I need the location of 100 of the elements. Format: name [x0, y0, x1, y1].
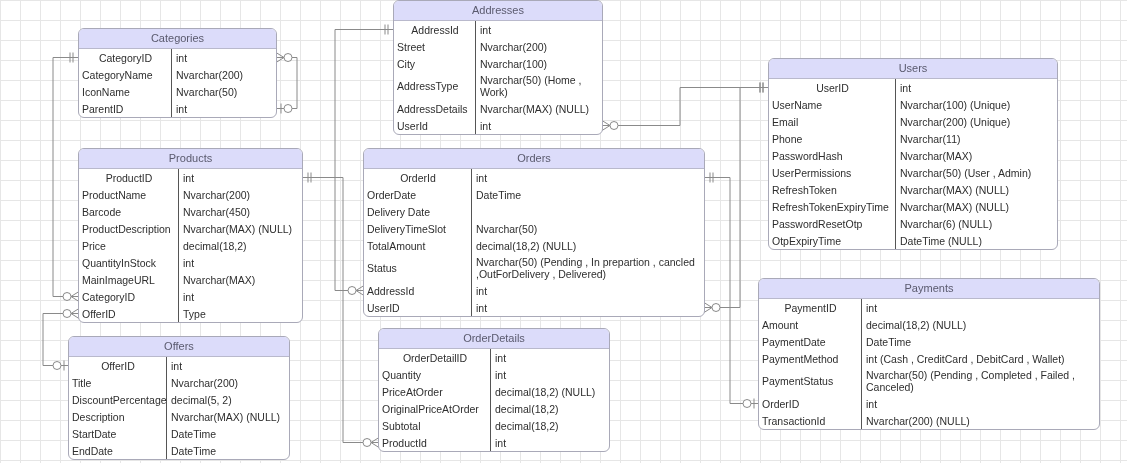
column-type: decimal(18,2) (NULL)	[494, 384, 597, 400]
entity-table	[378, 328, 610, 452]
column-name: CategoryID	[97, 50, 154, 66]
column-type: int	[475, 300, 489, 316]
relationship-line	[334, 24, 395, 296]
entity-table	[78, 148, 303, 323]
column-type: int (Cash , CreditCard , DebitCard , Wallet)	[865, 351, 1066, 367]
column-type: int	[475, 283, 489, 299]
column-name: UserName	[771, 97, 824, 113]
column-type: int	[182, 170, 196, 186]
column-type: DateTime (NULL)	[899, 233, 983, 249]
column-name: Phone	[771, 131, 804, 147]
column-name: RefreshToken	[771, 182, 838, 198]
entity-table	[393, 0, 603, 135]
column-type: Nvarchar(MAX)	[899, 148, 974, 164]
column-type: int	[494, 367, 508, 383]
table-title: Addresses	[394, 1, 602, 21]
column-name: PaymentDate	[761, 334, 827, 350]
column-type: Nvarchar(MAX) (NULL)	[899, 199, 1011, 215]
table-title: Products	[79, 149, 302, 169]
column-name: IconName	[81, 84, 131, 100]
table-title: Orders	[364, 149, 704, 169]
column-type: Nvarchar(50) (Pending , In prepartion , cancled ,OutForDelivery , Delivered)	[475, 255, 696, 282]
column-name: DeliveryTimeSlot	[366, 221, 447, 237]
column-type: int	[494, 435, 508, 451]
column-type: Nvarchar(100) (Unique)	[899, 97, 1012, 113]
column-type: DateTime	[475, 187, 523, 203]
entity-table	[768, 58, 1058, 250]
column-name: Title	[71, 375, 93, 391]
column-type: int	[475, 170, 489, 186]
column-type: Nvarchar(450)	[182, 204, 252, 220]
column-type: Nvarchar(100)	[479, 56, 549, 72]
table-title: OrderDetails	[379, 329, 609, 349]
column-name: AddressDetails	[396, 101, 469, 117]
column-type: int	[182, 289, 196, 305]
column-type: int	[865, 396, 879, 412]
column-type: DateTime	[170, 426, 218, 442]
column-name: OrderId	[399, 170, 437, 186]
column-name: Barcode	[81, 204, 123, 220]
column-name: UserId	[396, 118, 429, 134]
column-name: Description	[71, 409, 126, 425]
column-type: int	[175, 101, 189, 117]
column-name: Status	[366, 261, 398, 276]
column-type: decimal(18,2)	[182, 238, 248, 254]
column-name: CategoryID	[81, 289, 137, 305]
entity-table	[363, 148, 705, 317]
column-name: ProductName	[81, 187, 148, 203]
column-name: Amount	[761, 317, 800, 333]
column-name: AddressId	[410, 22, 460, 38]
column-type: Type	[182, 306, 207, 322]
column-name: OriginalPriceAtOrder	[381, 401, 480, 417]
column-type: Nvarchar(6) (NULL)	[899, 216, 994, 232]
column-name: CategoryName	[81, 67, 154, 83]
column-name: AddressType	[396, 79, 460, 94]
column-type: int	[899, 80, 913, 96]
column-type: int	[182, 255, 196, 271]
relationship-line	[301, 172, 380, 448]
column-type: Nvarchar(200)	[175, 67, 245, 83]
column-type: DateTime	[865, 334, 913, 350]
table-title: Payments	[759, 279, 1099, 299]
column-type: Nvarchar(MAX) (NULL)	[479, 101, 591, 117]
entity-table	[78, 28, 277, 118]
relationship-line	[42, 308, 80, 371]
relationship-line	[275, 52, 298, 114]
column-name: City	[396, 56, 417, 72]
column-type: Nvarchar(200)	[170, 375, 240, 391]
column-type: Nvarchar(200) (Unique)	[899, 114, 1012, 130]
column-name: PaymentStatus	[761, 374, 835, 389]
column-name: TransactionId	[761, 413, 827, 429]
column-name: UserID	[815, 80, 850, 96]
column-name: DiscountPercentage	[71, 392, 167, 408]
column-type: int	[479, 22, 493, 38]
column-name: StartDate	[71, 426, 118, 442]
column-type: int	[175, 50, 189, 66]
column-name: Quantity	[381, 367, 423, 383]
column-name: RefreshTokenExpiryTime	[771, 199, 890, 215]
entity-table	[758, 278, 1100, 430]
column-name: TotalAmount	[366, 238, 427, 254]
column-name: MainImageURL	[81, 272, 156, 288]
column-name: AddressId	[366, 283, 416, 299]
column-name: PasswordResetOtp	[771, 216, 864, 232]
column-name: Price	[81, 238, 107, 254]
column-type: int	[494, 350, 508, 366]
column-name: Subtotal	[381, 418, 422, 434]
column-type: decimal(18,2)	[494, 401, 560, 417]
column-type: int	[479, 118, 493, 134]
column-name: ProductID	[104, 170, 154, 186]
column-type: Nvarchar(MAX) (NULL)	[899, 182, 1011, 198]
column-type: Nvarchar(200)	[479, 39, 549, 55]
relationship-line	[703, 172, 760, 409]
column-type: Nvarchar(200) (NULL)	[865, 413, 971, 429]
column-type: decimal(18,2) (NULL)	[475, 238, 578, 254]
column-name: PaymentID	[783, 300, 838, 316]
column-type: Nvarchar(50)	[475, 221, 539, 237]
column-type: Nvarchar(11)	[899, 131, 962, 147]
table-title: Categories	[79, 29, 276, 49]
column-name: ParentID	[81, 101, 125, 117]
column-type: Nvarchar(MAX)	[182, 272, 257, 288]
column-type: Nvarchar(50) (Home , Work)	[479, 73, 583, 100]
column-name: OtpExpiryTime	[771, 233, 843, 249]
